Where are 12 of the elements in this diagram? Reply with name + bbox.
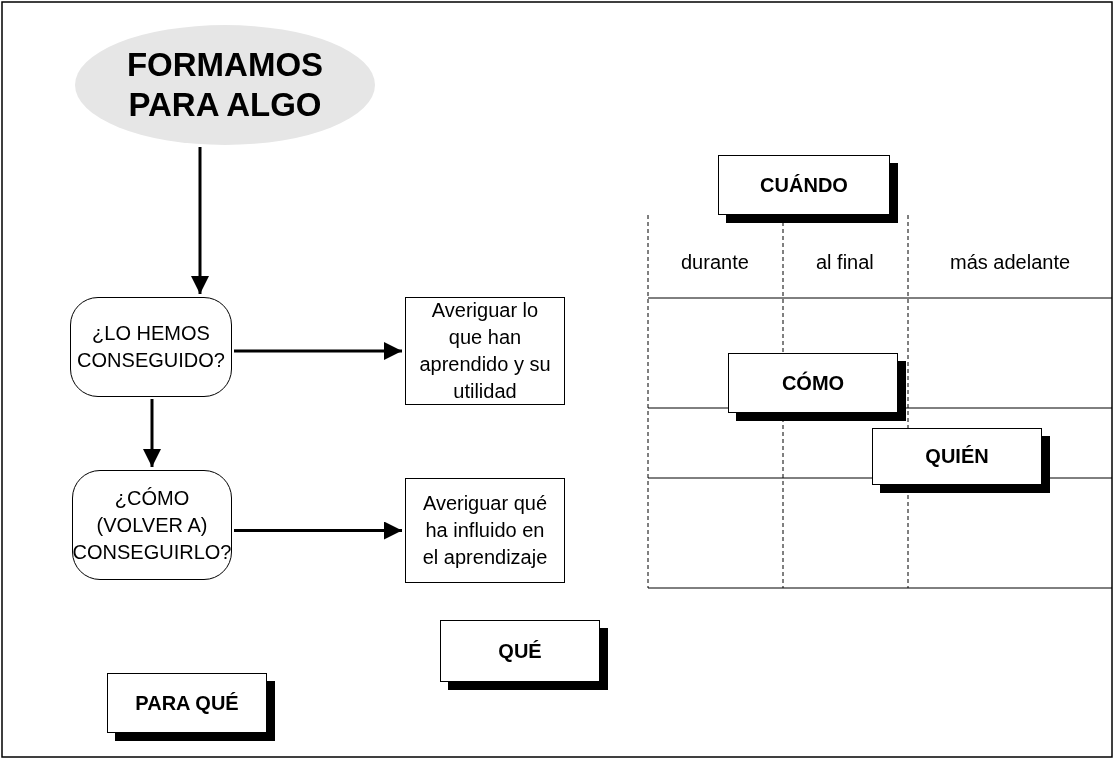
start-ellipse: FORMAMOS PARA ALGO bbox=[75, 25, 375, 145]
process-box: Averiguar qué ha influido en el aprendizaje bbox=[405, 478, 565, 583]
arrow bbox=[234, 342, 402, 360]
arrow bbox=[191, 147, 209, 294]
arrow bbox=[234, 521, 402, 540]
question-box: ¿CÓMO (VOLVER A) CONSEGUIRLO? bbox=[72, 470, 232, 580]
column-header: más adelante bbox=[950, 250, 1071, 274]
column-header: al final bbox=[816, 250, 874, 274]
process-box: Averiguar lo que han aprendido y su utilidad bbox=[405, 297, 565, 405]
question-box: ¿LO HEMOS CONSEGUIDO? bbox=[70, 297, 232, 397]
arrow bbox=[143, 399, 161, 467]
column-header: durante bbox=[681, 250, 749, 274]
